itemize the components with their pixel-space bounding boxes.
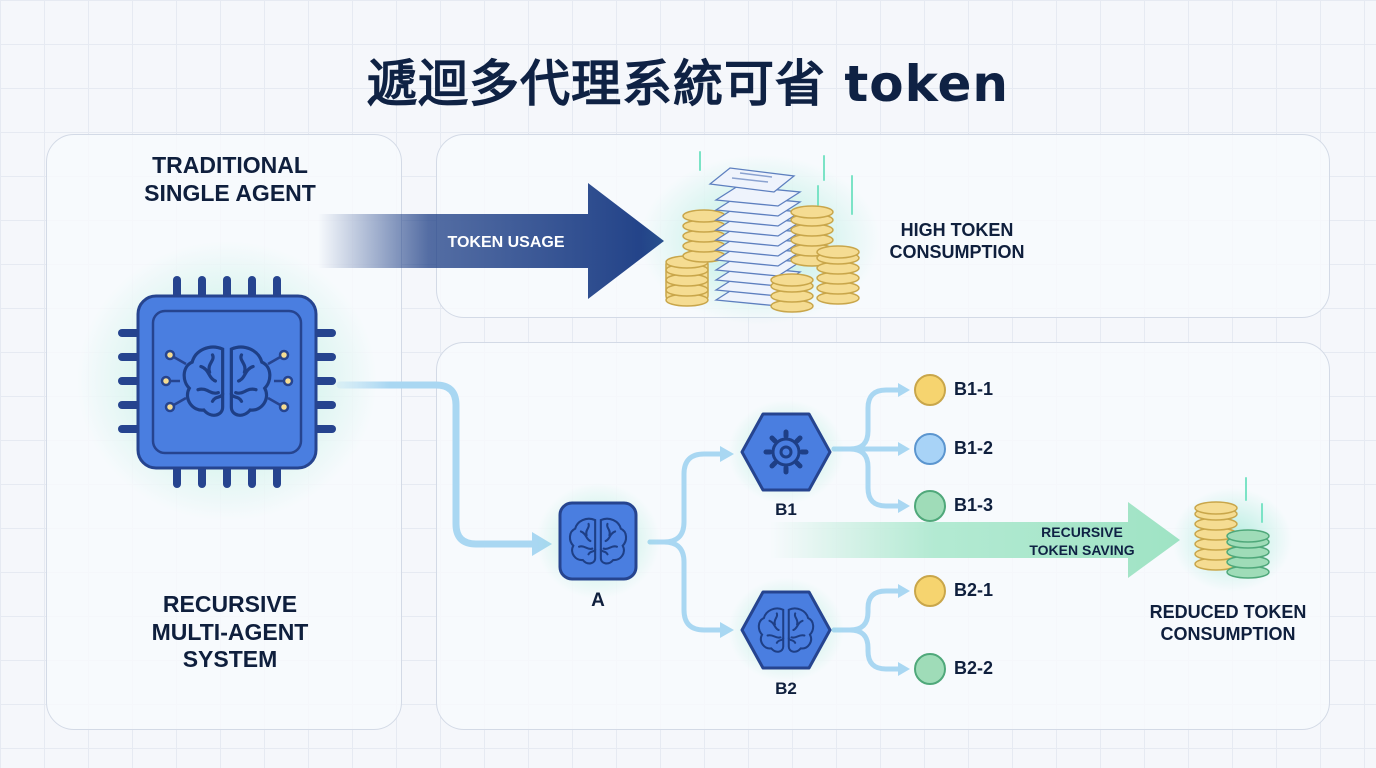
leaf-b1-2-dot (914, 433, 946, 465)
high-consumption-stack-icon (640, 151, 880, 325)
high-token-consumption-label: HIGH TOKEN CONSUMPTION (889, 220, 1025, 262)
node-a-icon (536, 483, 660, 599)
leaf-b1-2-label: B1-2 (954, 438, 994, 458)
recursive-saving-label-line1: RECURSIVE (1041, 524, 1123, 540)
leaf-b1-3-dot (914, 490, 946, 522)
leaf-b2-2-label: B2-2 (954, 658, 994, 678)
traditional-single-agent-label: TRADITIONAL SINGLE AGENT (144, 152, 316, 206)
leaf-b1-1-dot (914, 374, 946, 406)
leaf-b2-2-dot (914, 653, 946, 685)
agent-chip-icon (77, 241, 377, 521)
node-b1-gear-icon (728, 400, 844, 504)
tree-connectors (647, 387, 903, 672)
leaf-b2-1-label: B2-1 (954, 580, 994, 600)
reduced-consumption-coins-icon (1172, 477, 1292, 592)
recursive-saving-label-line2: TOKEN SAVING (1029, 542, 1134, 558)
token-usage-label: TOKEN USAGE (447, 234, 564, 251)
leaf-b2-1-dot (914, 575, 946, 607)
reduced-token-consumption-label: REDUCED TOKEN CONSUMPTION (1149, 602, 1307, 644)
node-b2-brain-icon (728, 578, 844, 682)
token-usage-arrow: TOKEN USAGE (318, 183, 664, 299)
recursive-saving-arrow: RECURSIVE TOKEN SAVING (770, 502, 1180, 578)
node-b2-label: B2 (775, 679, 797, 698)
tree-arrowheads (720, 383, 910, 676)
diagram-title: 遞迴多代理系統可省 token (366, 55, 1010, 113)
recursive-multi-agent-label: RECURSIVE MULTI-AGENT SYSTEM (151, 591, 309, 673)
leaf-b1-3-label: B1-3 (954, 495, 994, 515)
leaf-b1-1-label: B1-1 (954, 379, 994, 399)
leaf-dots (914, 374, 946, 685)
node-a-label: A (591, 590, 605, 611)
node-b1-label: B1 (775, 500, 797, 519)
flow-arrow-to-a (336, 381, 540, 548)
